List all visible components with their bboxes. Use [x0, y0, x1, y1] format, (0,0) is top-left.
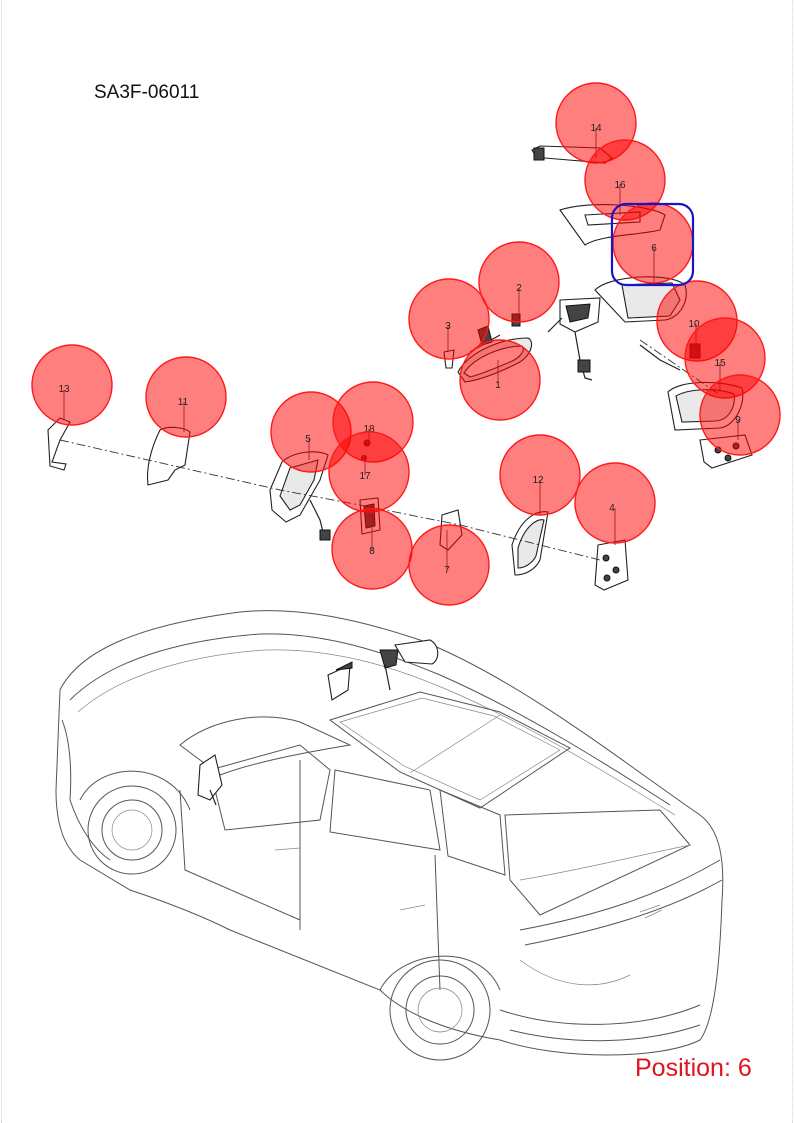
callout-markers: 14 16 6 2 3 1 10 15	[31, 82, 781, 606]
callout-13[interactable]: 13	[31, 344, 113, 426]
callout-17[interactable]: 17	[328, 431, 410, 513]
callout-label-4: 4	[609, 503, 615, 514]
callout-label-3: 3	[445, 321, 451, 332]
callout-label-2: 2	[516, 283, 522, 294]
callout-label-14: 14	[590, 123, 602, 134]
callout-9[interactable]: 9	[699, 374, 781, 456]
callout-label-9: 9	[735, 415, 741, 426]
callout-1[interactable]: 1	[459, 339, 541, 421]
callout-label-6: 6	[651, 243, 657, 254]
callout-label-8: 8	[369, 546, 375, 557]
callout-label-11: 11	[178, 397, 189, 408]
callout-2[interactable]: 2	[478, 241, 560, 323]
callout-16[interactable]: 16	[584, 139, 666, 221]
selected-callout-highlight	[610, 202, 695, 287]
callout-label-15: 15	[714, 358, 726, 369]
diagram-code: SA3F-06011	[94, 82, 200, 103]
vehicle-outline	[55, 610, 724, 1061]
callout-label-13: 13	[58, 384, 70, 395]
callout-label-10: 10	[688, 319, 700, 330]
callout-6[interactable]: 6	[612, 202, 694, 284]
callout-11[interactable]: 11	[145, 356, 227, 438]
callout-8[interactable]: 8	[331, 508, 413, 590]
callout-label-12: 12	[532, 475, 544, 486]
callout-4[interactable]: 4	[574, 462, 656, 544]
callout-3[interactable]: 3	[408, 278, 490, 360]
callout-label-18: 18	[363, 424, 375, 435]
callout-12[interactable]: 12	[499, 434, 581, 516]
callout-7[interactable]: 7	[408, 524, 490, 606]
callout-label-5: 5	[305, 434, 311, 445]
position-label: Position: 6	[635, 1054, 752, 1082]
page-border-left	[1, 0, 2, 1123]
callout-label-1: 1	[495, 380, 501, 391]
callout-label-7: 7	[444, 565, 450, 576]
callout-label-16: 16	[614, 180, 626, 191]
callout-label-17: 17	[359, 471, 371, 482]
page-border-right	[792, 0, 793, 1123]
